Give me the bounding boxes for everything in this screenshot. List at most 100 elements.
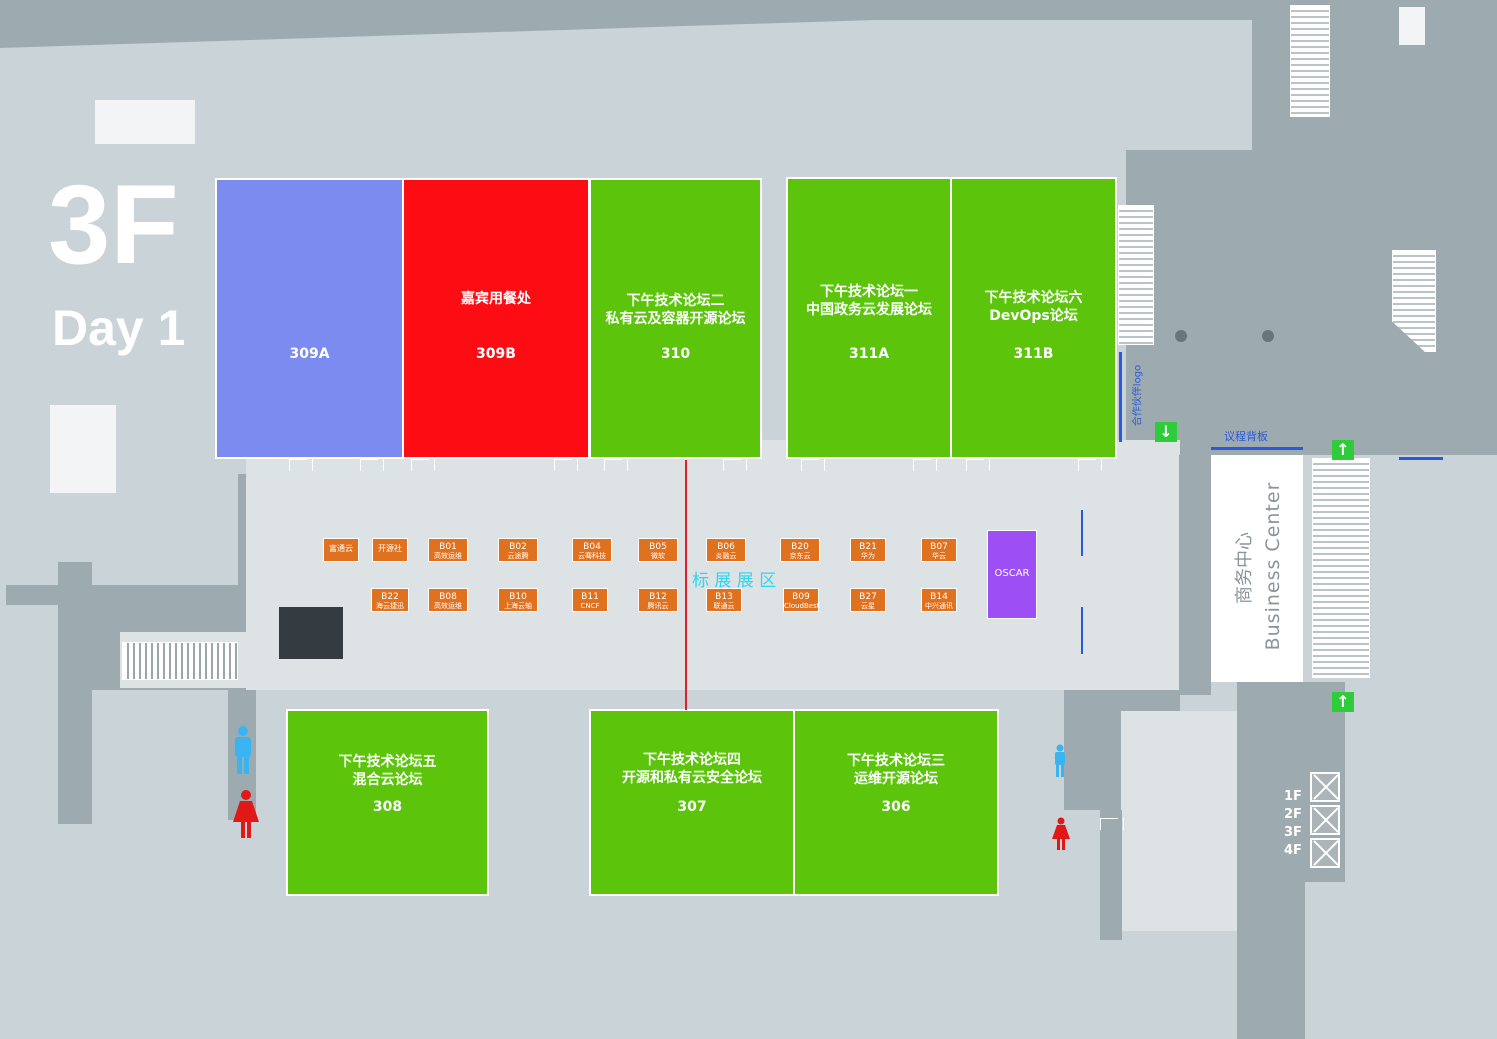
male-restroom-icon [232,726,254,776]
agenda-board-line-2 [1399,457,1443,460]
left-corridor-wall [6,585,246,605]
floor-label: 3F [48,162,179,287]
agenda-board-line [1211,447,1303,450]
business-center-en: Business Center [1262,481,1284,651]
day-label: Day 1 [52,300,186,356]
booth-code: B10 [509,592,527,602]
booth-code: B01 [439,542,457,552]
booth-name: 高效运维 [434,602,462,610]
booth-unnamed-0[interactable]: 富通云 [323,538,359,562]
room-number: 309A [289,346,330,362]
dark-block [279,607,343,659]
elevator-icon[interactable] [1310,772,1340,802]
window-top-left [95,100,195,144]
top-wall-strip [0,0,1260,20]
room-311a[interactable]: 下午技术论坛一 中国政务云发展论坛 311A [786,177,952,459]
room-309b[interactable]: 嘉宾用餐处 309B [402,178,590,459]
partner-logo-label: 合作伙伴logo [1132,364,1144,427]
booth-code: B08 [439,592,457,602]
booth-code: B21 [859,542,877,552]
arrow-down-icon[interactable]: ↓ [1155,422,1177,442]
booth-unnamed-1[interactable]: 开源社 [372,538,408,562]
divider-line [685,460,687,710]
stairs-icon [1290,5,1330,117]
pillar-dot [1175,330,1187,342]
booth-code: B02 [509,542,527,552]
booth-code: B09 [792,592,810,602]
window-left [50,405,116,493]
room-number: 309B [476,346,516,362]
booth-name: 华为 [861,552,875,560]
booth-code: B11 [581,592,599,602]
booth-code: B14 [930,592,948,602]
arrow-up-icon[interactable]: ↑ [1332,692,1354,712]
booth-name: 海云捷迅 [376,602,404,610]
booth-name: CloudBest [784,602,818,610]
hall-line-1 [1081,510,1083,556]
room-title: 下午技术论坛五 混合云论坛 [338,754,437,788]
door-icon [913,459,937,471]
booth-code: B05 [649,542,667,552]
room-307[interactable]: 下午技术论坛四 开源和私有云安全论坛 307 [589,709,795,896]
room-311b[interactable]: 下午技术论坛六 DevOps论坛 311B [950,177,1117,459]
booth-name: 联通云 [713,602,735,610]
business-center[interactable]: 商务中心 Business Center [1211,455,1303,682]
business-center-cn: 商务中心 [1234,532,1255,604]
booth-name: 富通云 [329,544,353,553]
door-icon [723,459,747,471]
left-pillar [58,562,92,824]
window-top-right [1399,7,1425,45]
room-number: 310 [660,346,691,362]
room-309a[interactable]: 309A [215,178,404,459]
right-lower-wall-2 [1100,810,1122,940]
arrow-up-icon[interactable]: ↑ [1332,440,1354,460]
room-310[interactable]: 下午技术论坛二 私有云及容器开源论坛 310 [589,178,762,459]
booth-name: 京东云 [789,552,811,560]
booth-code: B07 [930,542,948,552]
room-number: 308 [372,799,403,815]
booth-name: 云途腾 [507,552,529,560]
room-308[interactable]: 下午技术论坛五 混合云论坛 308 [286,709,489,896]
booth-code: B27 [859,592,877,602]
door-icon [966,459,990,471]
elevator-floor-label: 4F [1284,843,1302,858]
special-booth-label: OSCAR [994,568,1030,579]
door-icon [554,459,578,471]
partner-board-line [1119,352,1122,442]
room-306[interactable]: 下午技术论坛三 运维开源论坛 306 [793,709,999,896]
female-restroom-icon [1051,817,1071,851]
stairs-icon [1312,458,1370,678]
room-title: 下午技术论坛四 开源和私有云安全论坛 [622,752,762,786]
booth-name: 华云 [932,552,946,560]
stairs-icon [122,642,238,680]
door-icon [411,459,435,471]
room-number: 306 [881,799,911,815]
door-icon [604,459,628,471]
elevator-icon[interactable] [1310,838,1340,868]
booth-code: B20 [791,542,809,552]
right-column-2 [1237,682,1305,1039]
booth-name: 高效运维 [434,552,462,560]
special-booth[interactable]: OSCAR [987,530,1037,619]
room-title: 下午技术论坛三 运维开源论坛 [847,753,945,787]
elevator-icon[interactable] [1310,805,1340,835]
room-number: 311B [1013,346,1054,362]
